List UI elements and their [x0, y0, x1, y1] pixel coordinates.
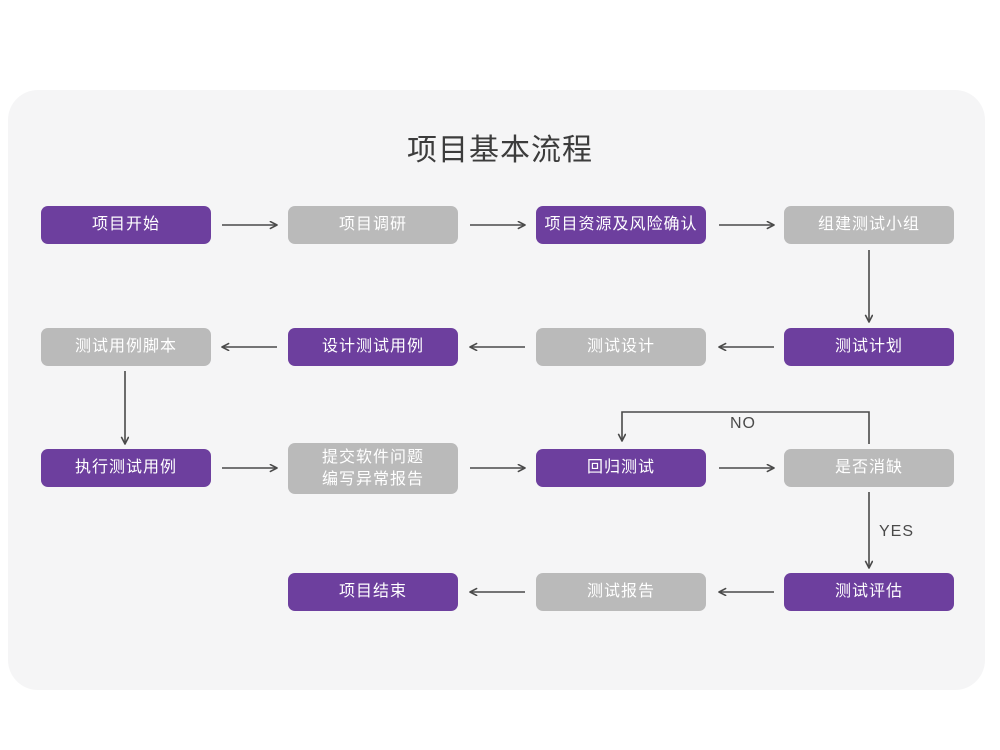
node-project-start[interactable]: 项目开始: [41, 206, 211, 244]
node-resource-risk-confirm[interactable]: 项目资源及风险确认: [536, 206, 706, 244]
edge-label-no: NO: [730, 415, 756, 432]
node-test-design[interactable]: 测试设计: [536, 328, 706, 366]
edge-label-yes: YES: [879, 523, 915, 540]
node-test-report[interactable]: 测试报告: [536, 573, 706, 611]
node-build-test-team[interactable]: 组建测试小组: [784, 206, 954, 244]
node-execute-test-case[interactable]: 执行测试用例: [41, 449, 211, 487]
node-test-evaluation[interactable]: 测试评估: [784, 573, 954, 611]
node-defect-resolved[interactable]: 是否消缺: [784, 449, 954, 487]
page-title: 项目基本流程: [407, 134, 593, 167]
node-regression-test[interactable]: 回归测试: [536, 449, 706, 487]
node-project-research[interactable]: 项目调研: [288, 206, 458, 244]
node-project-end[interactable]: 项目结束: [288, 573, 458, 611]
node-submit-defect-report[interactable]: 提交软件问题 编写异常报告: [288, 443, 458, 494]
node-test-case-script[interactable]: 测试用例脚本: [41, 328, 211, 366]
node-test-plan[interactable]: 测试计划: [784, 328, 954, 366]
node-design-test-case[interactable]: 设计测试用例: [288, 328, 458, 366]
